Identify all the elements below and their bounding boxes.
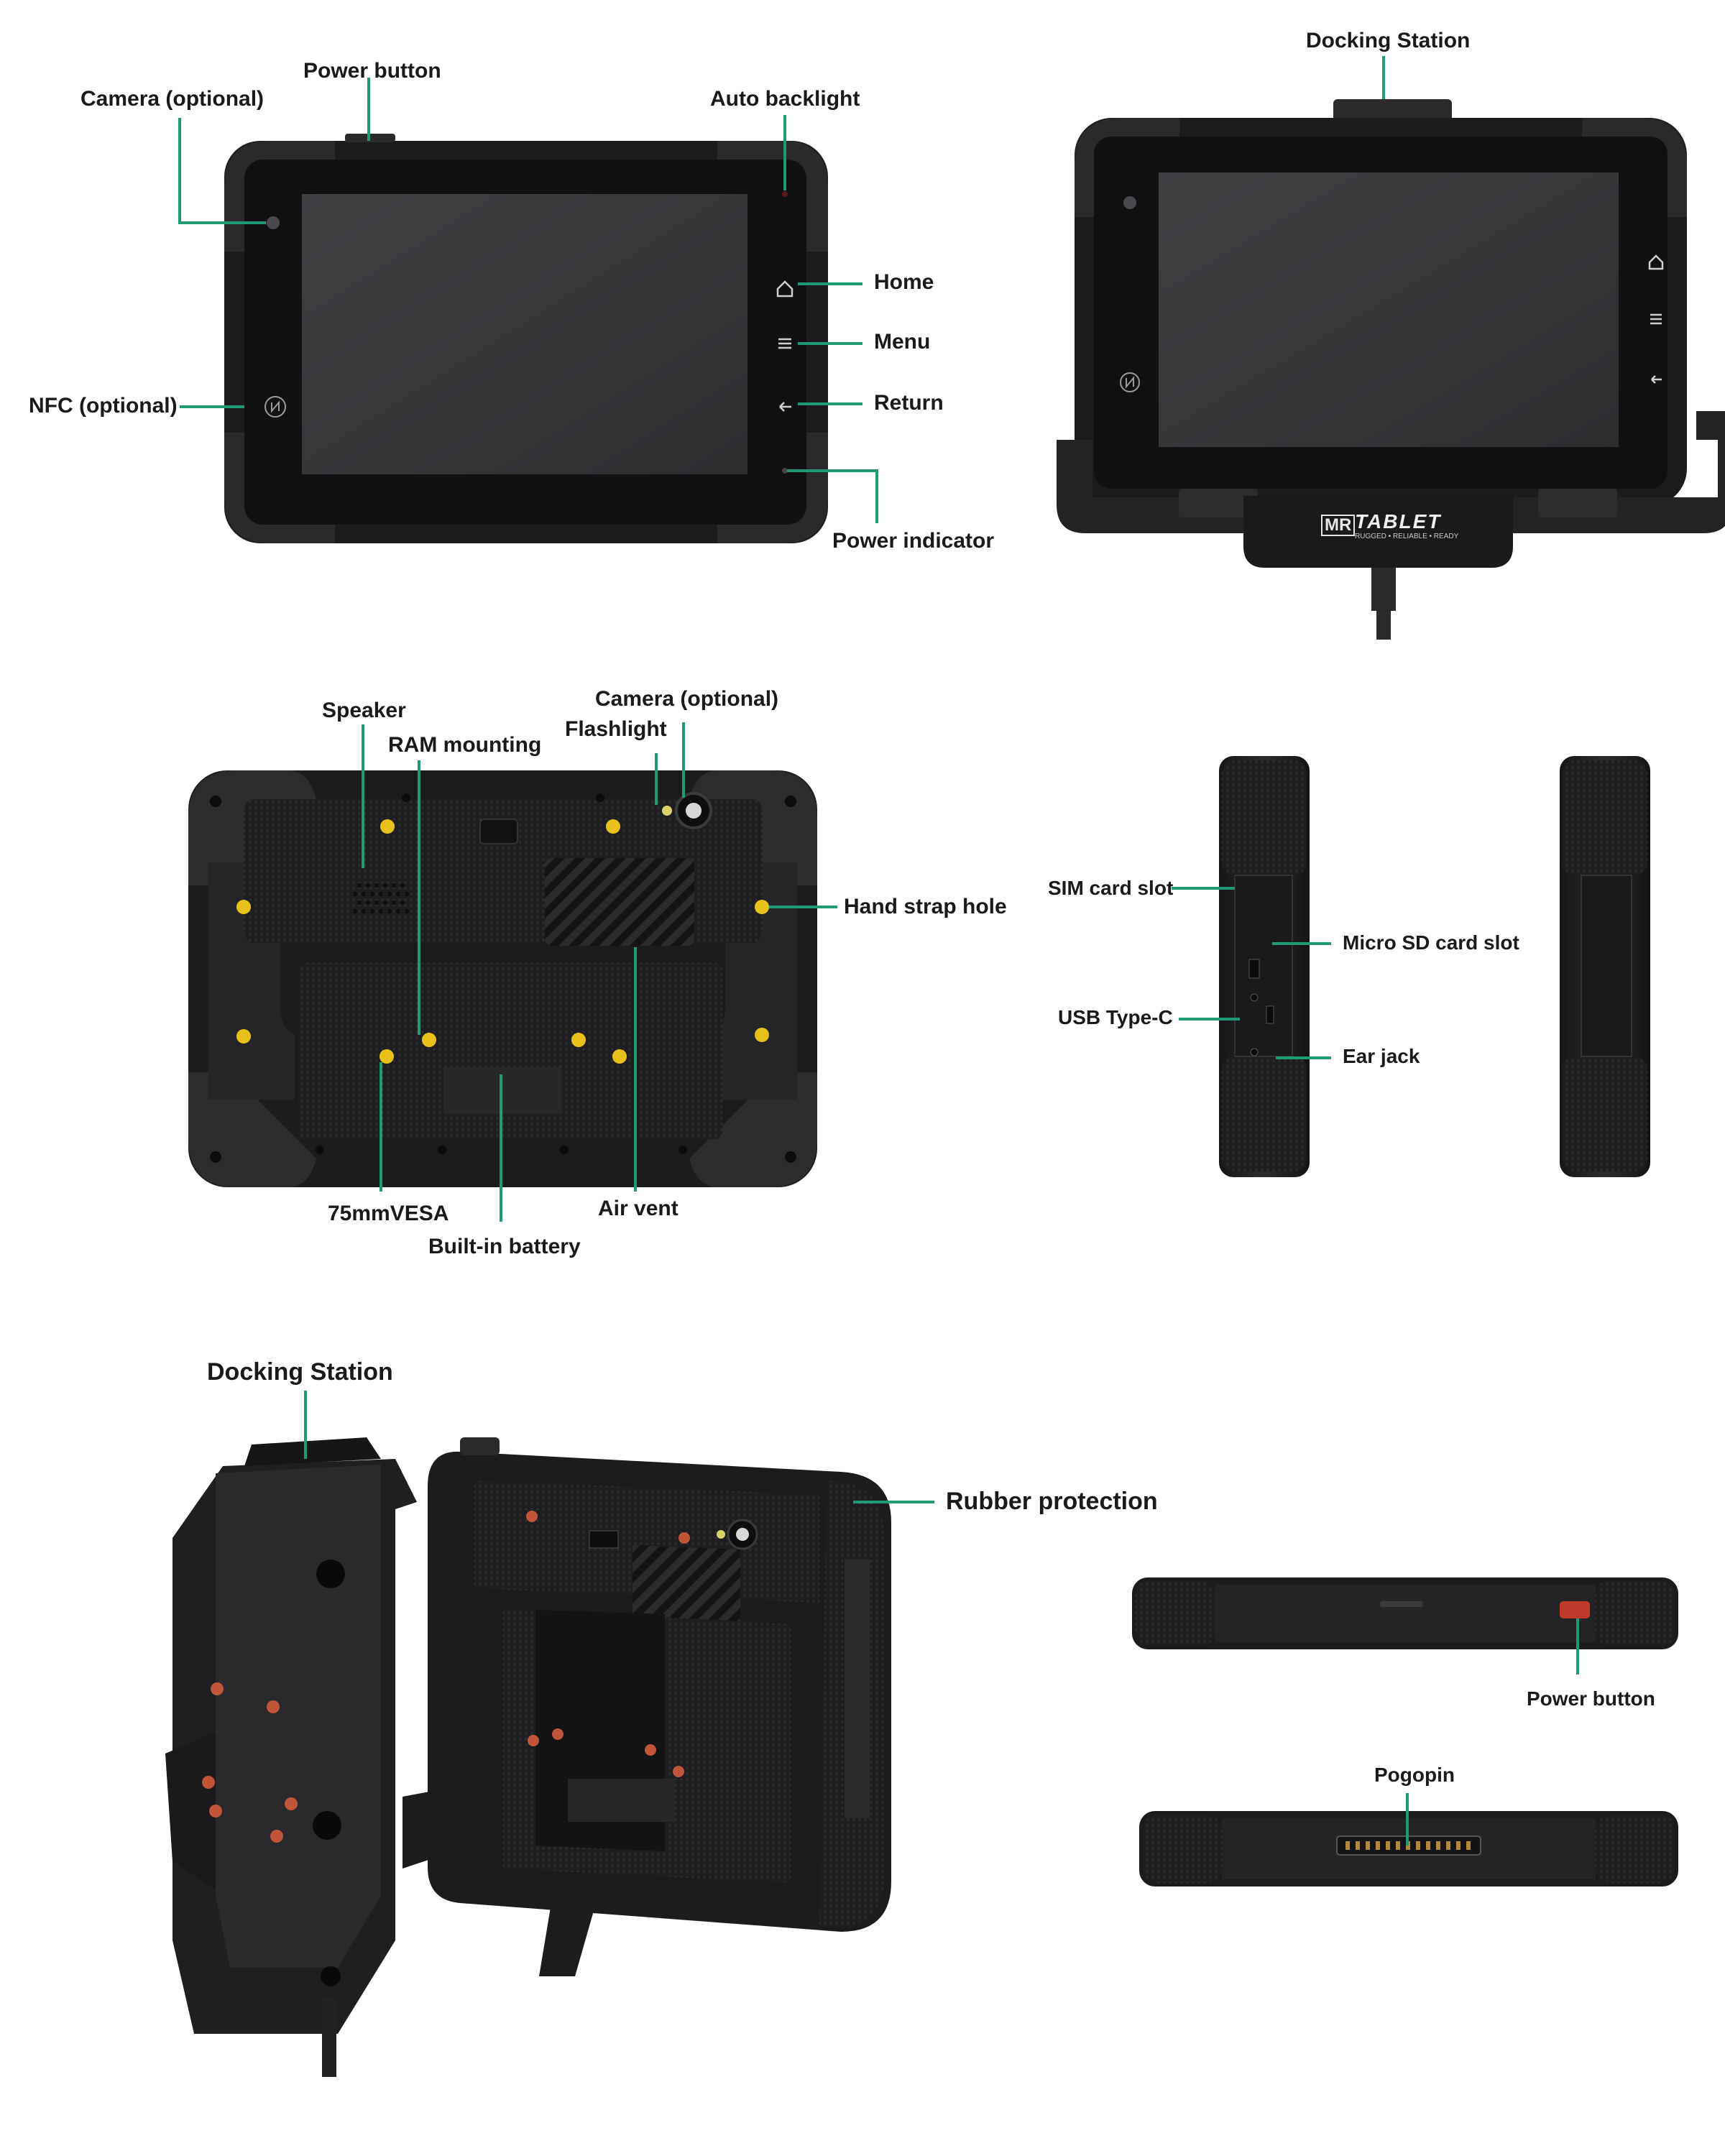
label-docking-station-3d: Docking Station xyxy=(207,1358,393,1386)
tablet-back-3d xyxy=(428,1437,891,1932)
back3d-screws xyxy=(526,1511,690,1777)
front-leader-lines xyxy=(178,78,878,523)
menu-icon xyxy=(778,338,791,349)
return-icon xyxy=(779,402,791,412)
label-micro-sd: Micro SD card slot xyxy=(1343,931,1519,954)
label-sim-slot: SIM card slot xyxy=(1048,877,1174,899)
label-speaker: Speaker xyxy=(322,699,406,722)
brand-name: TABLET xyxy=(1355,510,1442,533)
brand-monogram: MR xyxy=(1321,515,1356,536)
label-pogopin: Pogopin xyxy=(1374,1764,1455,1786)
label-ear-jack: Ear jack xyxy=(1343,1045,1420,1067)
front-tablet xyxy=(224,134,828,543)
label-home: Home xyxy=(874,270,934,294)
cradle-screws xyxy=(202,1682,298,1843)
back-leader-lines xyxy=(362,722,837,1222)
home-icon xyxy=(776,280,794,298)
label-ram-mounting: RAM mounting xyxy=(388,733,542,757)
brand-tagline: RUGGED • RELIABLE • READY xyxy=(1355,533,1459,540)
side-leader-lines xyxy=(1172,887,1331,1059)
label-vesa: 75mmVESA xyxy=(328,1202,449,1225)
black-screws xyxy=(210,793,796,1163)
speaker-grille xyxy=(353,883,409,913)
label-flashlight: Flashlight xyxy=(565,717,667,741)
power-key xyxy=(1560,1601,1590,1618)
edge-leader-lines xyxy=(1406,1618,1579,1846)
cradle-holes xyxy=(313,1560,345,1986)
yellow-screws xyxy=(236,819,769,1064)
dock-cradle-3d xyxy=(165,1437,606,2077)
label-battery: Built-in battery xyxy=(428,1235,581,1258)
label-hand-strap-hole: Hand strap hole xyxy=(844,895,1007,918)
dock-nfc-icon xyxy=(1120,372,1140,392)
label-air-vent: Air vent xyxy=(598,1197,678,1220)
label-usb-c: USB Type-C xyxy=(1058,1006,1173,1028)
dock-menu-icon xyxy=(1650,313,1662,325)
label-camera-back: Camera (optional) xyxy=(595,687,779,711)
label-rubber-protection: Rubber protection xyxy=(946,1488,1158,1515)
side-tablet-left xyxy=(1219,756,1310,1177)
label-power-button-edge: Power button xyxy=(1527,1687,1655,1710)
back-tablet xyxy=(188,770,817,1187)
label-camera-front: Camera (optional) xyxy=(80,87,264,111)
label-power-indicator: Power indicator xyxy=(832,529,995,553)
dock3d-leader-lines xyxy=(304,1391,934,1503)
dock-front xyxy=(1057,99,1725,640)
side-tablet-right xyxy=(1560,756,1650,1177)
label-menu: Menu xyxy=(874,330,931,354)
nfc-icon xyxy=(264,396,286,418)
dock-return-icon xyxy=(1651,375,1662,384)
label-return: Return xyxy=(874,391,944,415)
label-nfc: NFC (optional) xyxy=(29,394,178,418)
top-edge-view xyxy=(1132,1577,1678,1649)
label-auto-backlight: Auto backlight xyxy=(710,87,860,111)
dock-home-icon xyxy=(1648,254,1664,270)
label-docking-station-top: Docking Station xyxy=(1306,29,1471,52)
label-power-button: Power button xyxy=(303,59,441,83)
